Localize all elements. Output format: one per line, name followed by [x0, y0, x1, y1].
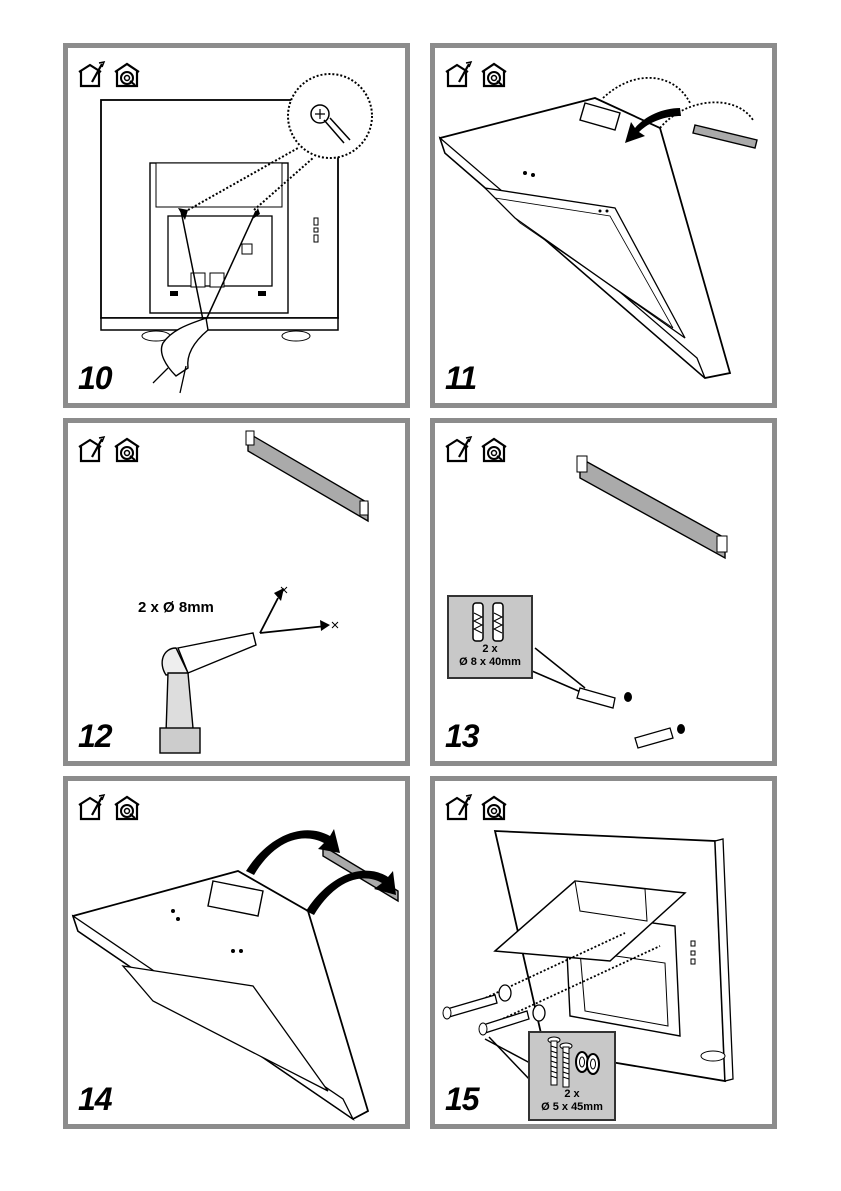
callout-quantity: 2 x [530, 1088, 614, 1101]
wall-plugs-illustration [435, 423, 772, 761]
step-number: 14 [78, 1081, 112, 1118]
hood-bracket-removal-illustration [435, 48, 772, 403]
screw-and-washer-icon [542, 1036, 602, 1088]
step-panel-14: 14 [63, 776, 410, 1129]
step-panel-10: 10 [63, 43, 410, 408]
step-panel-11: 11 [430, 43, 777, 408]
hood-marking-illustration [68, 48, 405, 403]
step-number: 10 [78, 360, 112, 397]
screw-callout: 2 x Ø 5 x 45mm [528, 1031, 616, 1121]
step-number: 13 [445, 718, 479, 755]
callout-spec: Ø 5 x 45mm [530, 1101, 614, 1114]
wall-plug-callout: 2 x Ø 8 x 40mm [447, 595, 533, 679]
callout-spec: Ø 8 x 40mm [449, 656, 531, 669]
drill-size-label: 2 x Ø 8mm [138, 599, 214, 616]
step-panel-12: 2 x Ø 8mm 12 [63, 418, 410, 766]
callout-quantity: 2 x [449, 643, 531, 656]
step-number: 11 [445, 360, 476, 397]
step-panel-13: 2 x Ø 8 x 40mm 13 [430, 418, 777, 766]
wall-drilling-illustration [68, 423, 405, 761]
wall-plug-icon [467, 601, 513, 643]
step-number: 15 [445, 1081, 479, 1118]
hood-hanging-illustration [68, 781, 405, 1124]
step-number: 12 [78, 718, 112, 755]
step-panel-15: 2 x Ø 5 x 45mm 15 [430, 776, 777, 1129]
